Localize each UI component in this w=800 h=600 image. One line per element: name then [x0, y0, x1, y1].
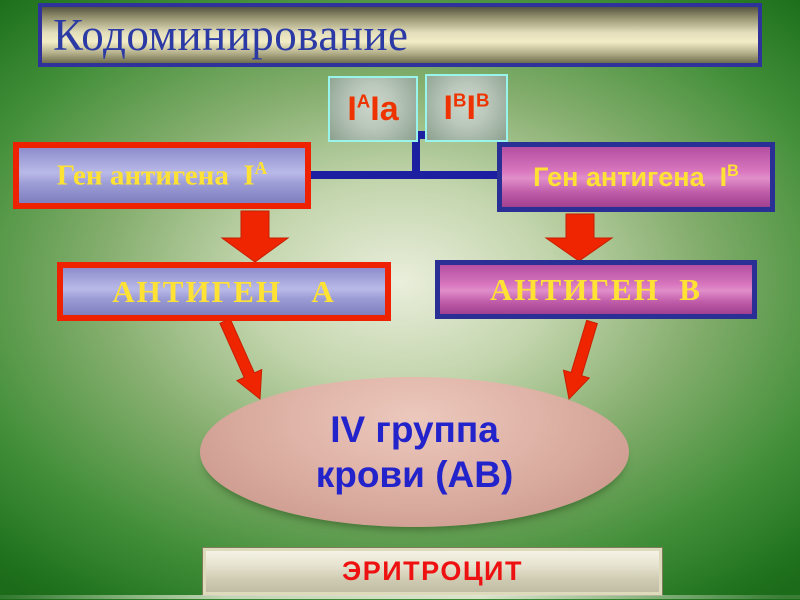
blood-group-line-1: IV группа	[330, 408, 499, 450]
slide-title: Кодоминирование	[53, 10, 409, 60]
connector-stem-line	[412, 131, 420, 179]
gene-antigen-a-box: Ген антигена IA	[13, 142, 311, 209]
genotype-box-iaia: IAIa	[328, 76, 418, 142]
diagonal-arrow-antigen-b-to-blood-group	[562, 319, 598, 401]
antigen-b-box: АНТИГЕН В	[435, 260, 757, 319]
genotype-box-ibib: IBIB	[425, 74, 508, 142]
blood-group-line-2: крови (АВ)	[315, 454, 514, 495]
antigen-a-label: АНТИГЕН А	[112, 274, 336, 309]
genotype-label-ibib: IBIB	[443, 89, 490, 127]
antigen-b-label: АНТИГЕН В	[490, 272, 702, 307]
gene-antigen-a-label: Ген антигена IA	[56, 158, 268, 192]
connector-horizontal-line	[309, 171, 499, 179]
gene-antigen-b-label: Ген антигена IB	[533, 162, 739, 192]
down-arrow-gene-a-to-antigen-a	[220, 210, 290, 263]
antigen-a-box: АНТИГЕН А	[57, 262, 391, 321]
erythrocyte-box: ЭРИТРОЦИТ	[203, 548, 662, 595]
diagonal-arrow-antigen-a-to-blood-group	[219, 318, 263, 400]
down-arrow-gene-b-to-antigen-b	[544, 213, 614, 262]
genotype-label-iaia: IAIa	[347, 90, 399, 128]
blood-group-ellipse: IV группа крови (АВ)	[200, 377, 629, 527]
slide-bottom-edge-highlight	[0, 595, 800, 599]
gene-antigen-b-box: Ген антигена IB	[497, 142, 775, 212]
title-bar: Кодоминирование	[38, 3, 762, 67]
erythrocyte-label: ЭРИТРОЦИТ	[342, 556, 523, 586]
